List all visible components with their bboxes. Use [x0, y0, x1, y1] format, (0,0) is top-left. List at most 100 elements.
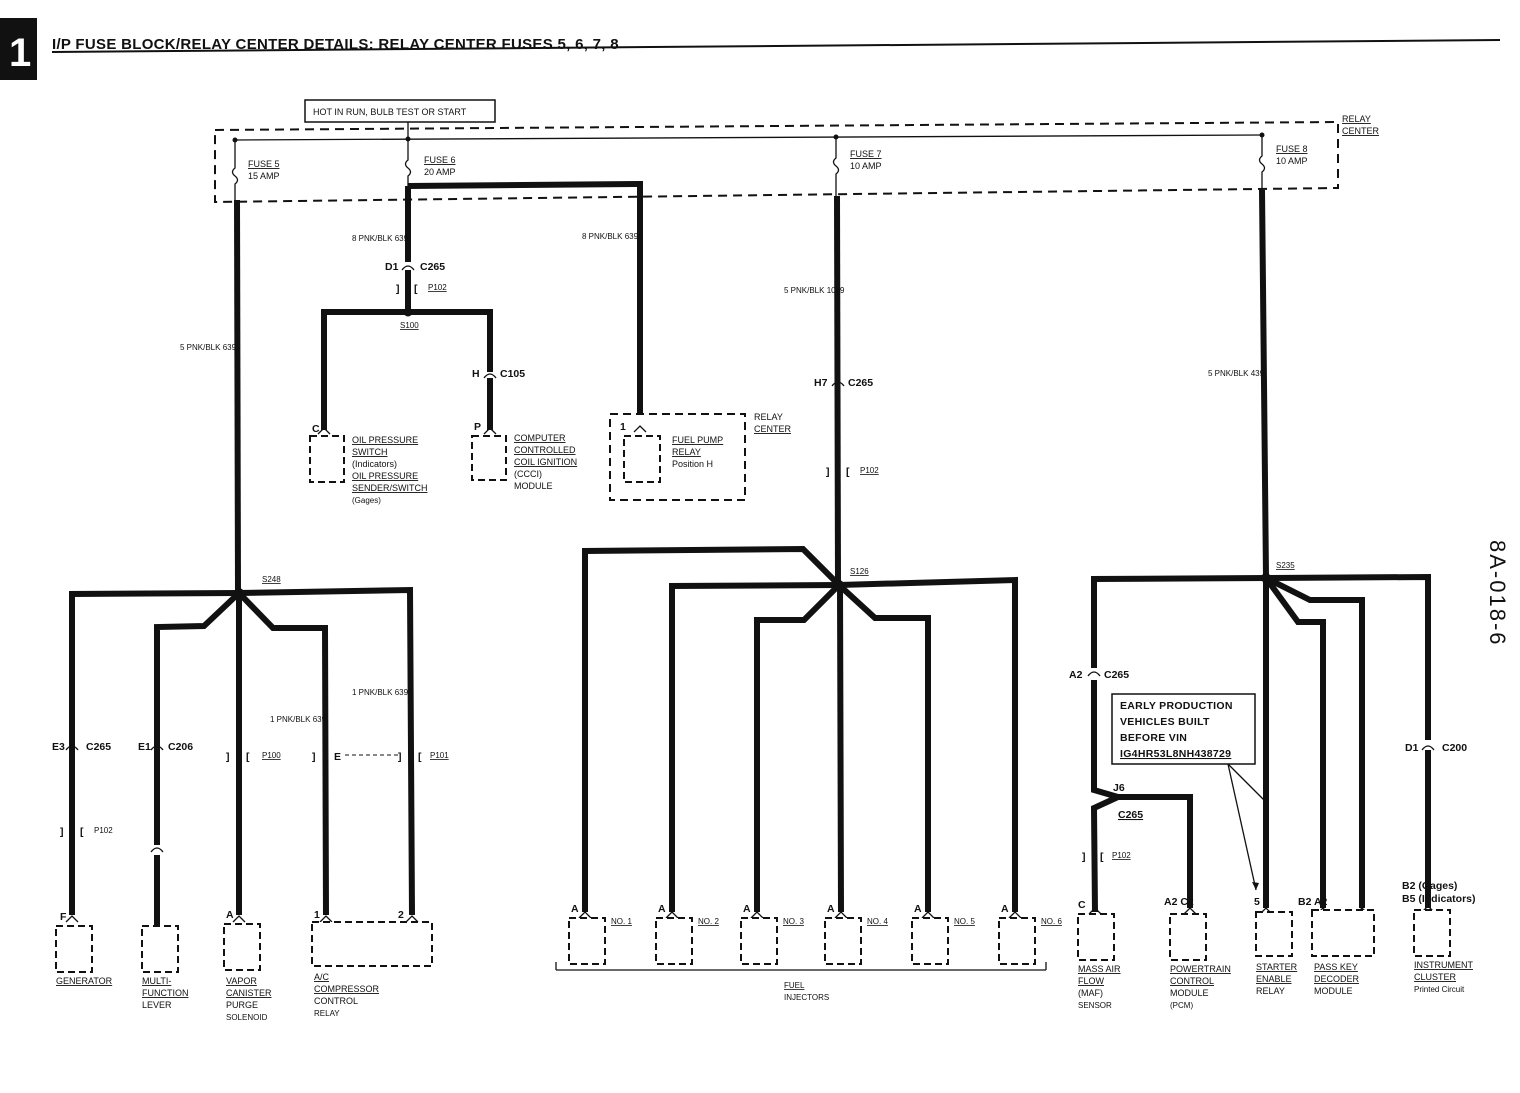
svg-text:P102: P102 [860, 466, 879, 475]
svg-text:P101: P101 [430, 751, 449, 760]
multifunction-lever: MULTI- FUNCTION LEVER [141, 925, 189, 1010]
svg-text:POWERTRAIN: POWERTRAIN [1170, 964, 1231, 974]
svg-text:Printed Circuit: Printed Circuit [1414, 985, 1465, 994]
svg-text:]: ] [826, 466, 830, 478]
fuel-injector: ANO. 2 [655, 903, 719, 965]
injector-pin: A [1001, 903, 1009, 915]
svg-text:RELAY: RELAY [672, 447, 701, 457]
injector-label: NO. 1 [611, 917, 632, 926]
fuse5-wire [234, 199, 241, 593]
svg-text:MODULE: MODULE [514, 481, 553, 491]
injector-pin: A [743, 903, 751, 915]
svg-text:A2: A2 [1069, 669, 1083, 681]
fuse-7: FUSE 7 10 AMP [832, 134, 882, 196]
fuse-8: FUSE 8 10 AMP [1258, 132, 1308, 190]
svg-text:RELAY: RELAY [754, 412, 783, 422]
injector-label: NO. 2 [698, 917, 719, 926]
injector-box [568, 917, 606, 965]
conn-c265-top: C265 [420, 261, 445, 273]
relay-center-label-1: RELAY [1342, 114, 1371, 124]
fuse8-wire [1259, 189, 1269, 578]
maf-sensor: C MASS AIR FLOW (MAF) SENSOR [1077, 899, 1121, 1010]
svg-text:GENERATOR: GENERATOR [56, 976, 113, 986]
svg-text:1 PNK/BLK 639: 1 PNK/BLK 639 [270, 715, 327, 724]
fuse6-branch-wire [407, 180, 643, 420]
svg-text:INJECTORS: INJECTORS [784, 993, 829, 1002]
branch-inj1 [582, 545, 842, 912]
svg-text:]: ] [396, 283, 400, 295]
side-code: 8A-018-6 [1485, 540, 1510, 647]
injector-box [998, 917, 1036, 965]
injector-label: NO. 4 [867, 917, 888, 926]
svg-text:FUSE 5: FUSE 5 [248, 159, 280, 169]
svg-text:S100: S100 [400, 321, 419, 330]
svg-text:STARTER: STARTER [1256, 962, 1298, 972]
svg-text:PASS KEY: PASS KEY [1314, 962, 1358, 972]
vapor-canister-purge-solenoid: A VAPOR CANISTER PURGE SOLENOID [223, 909, 272, 1022]
title-rule [51, 39, 1501, 53]
branch-inj3 [754, 582, 842, 912]
wire-label-fuse6-branch: 8 PNK/BLK 639 [582, 232, 639, 241]
svg-text:SENSOR: SENSOR [1078, 1001, 1112, 1010]
svg-text:E3: E3 [52, 741, 65, 753]
wire-label-fuse8: 5 PNK/BLK 439 [1208, 369, 1265, 378]
svg-text:1: 1 [314, 909, 320, 921]
svg-text:COIL IGNITION: COIL IGNITION [514, 457, 577, 467]
injector-box [824, 917, 862, 965]
svg-text:D1: D1 [1405, 742, 1419, 754]
conn-d1: D1 [385, 261, 399, 273]
wire-label-fuse6: 8 PNK/BLK 639 [352, 234, 409, 243]
svg-text:[: [ [246, 751, 250, 763]
hot-label: HOT IN RUN, BULB TEST OR START [313, 107, 467, 117]
svg-text:]: ] [226, 751, 230, 763]
branch-multifunction [154, 590, 242, 845]
injector-pin: A [914, 903, 922, 915]
svg-text:S248: S248 [262, 575, 281, 584]
svg-text:PURGE: PURGE [226, 1000, 258, 1010]
svg-text:CANISTER: CANISTER [226, 988, 272, 998]
svg-text:B2 A2: B2 A2 [1298, 896, 1328, 908]
svg-text:15 AMP: 15 AMP [248, 171, 280, 181]
branch-inj4 [837, 584, 844, 913]
svg-text:10 AMP: 10 AMP [850, 161, 882, 171]
wire-label-fuse7: 5 PNK/BLK 1039 [784, 286, 845, 295]
svg-text:VAPOR: VAPOR [226, 976, 257, 986]
branch-passkey-b2 [1263, 576, 1326, 908]
svg-text:]: ] [398, 751, 402, 763]
svg-text:[: [ [80, 826, 84, 838]
generator: F GENERATOR [55, 911, 113, 986]
s100-branch [321, 309, 493, 430]
svg-text:CENTER: CENTER [754, 424, 792, 434]
svg-text:H7: H7 [814, 377, 828, 389]
svg-text:SWITCH: SWITCH [352, 447, 388, 457]
svg-text:E: E [334, 751, 341, 763]
fuse7-wire [834, 195, 841, 586]
branch-passkey-a2 [1264, 575, 1365, 908]
svg-text:C: C [312, 423, 320, 435]
svg-text:1 PNK/BLK 639: 1 PNK/BLK 639 [352, 688, 409, 697]
svg-text:RELAY: RELAY [314, 1009, 340, 1018]
svg-text:LEVER: LEVER [142, 1000, 172, 1010]
svg-text:[: [ [414, 283, 418, 295]
fuse-6: FUSE 6 20 AMP [404, 136, 456, 186]
svg-text:B2 (Gages): B2 (Gages) [1402, 880, 1457, 892]
svg-text:ENABLE: ENABLE [1256, 974, 1292, 984]
svg-text:MULTI-: MULTI- [142, 976, 171, 986]
svg-text:[: [ [418, 751, 422, 763]
svg-text:BEFORE VIN: BEFORE VIN [1120, 732, 1187, 744]
svg-text:A/C: A/C [314, 972, 330, 982]
branch-inj6 [838, 576, 1018, 912]
svg-text:5: 5 [1254, 896, 1260, 908]
svg-text:COMPUTER: COMPUTER [514, 433, 566, 443]
relay-center-box: RELAY CENTER [214, 114, 1380, 204]
svg-text:]: ] [1082, 851, 1086, 863]
svg-text:SENDER/SWITCH: SENDER/SWITCH [352, 483, 428, 493]
svg-text:OIL PRESSURE: OIL PRESSURE [352, 471, 418, 481]
starter-enable-relay: 5 STARTER ENABLE RELAY [1254, 896, 1298, 996]
svg-text:FUNCTION: FUNCTION [142, 988, 189, 998]
conn-h: H [472, 368, 480, 380]
svg-text:]: ] [60, 826, 64, 838]
svg-text:INSTRUMENT: INSTRUMENT [1414, 960, 1473, 970]
